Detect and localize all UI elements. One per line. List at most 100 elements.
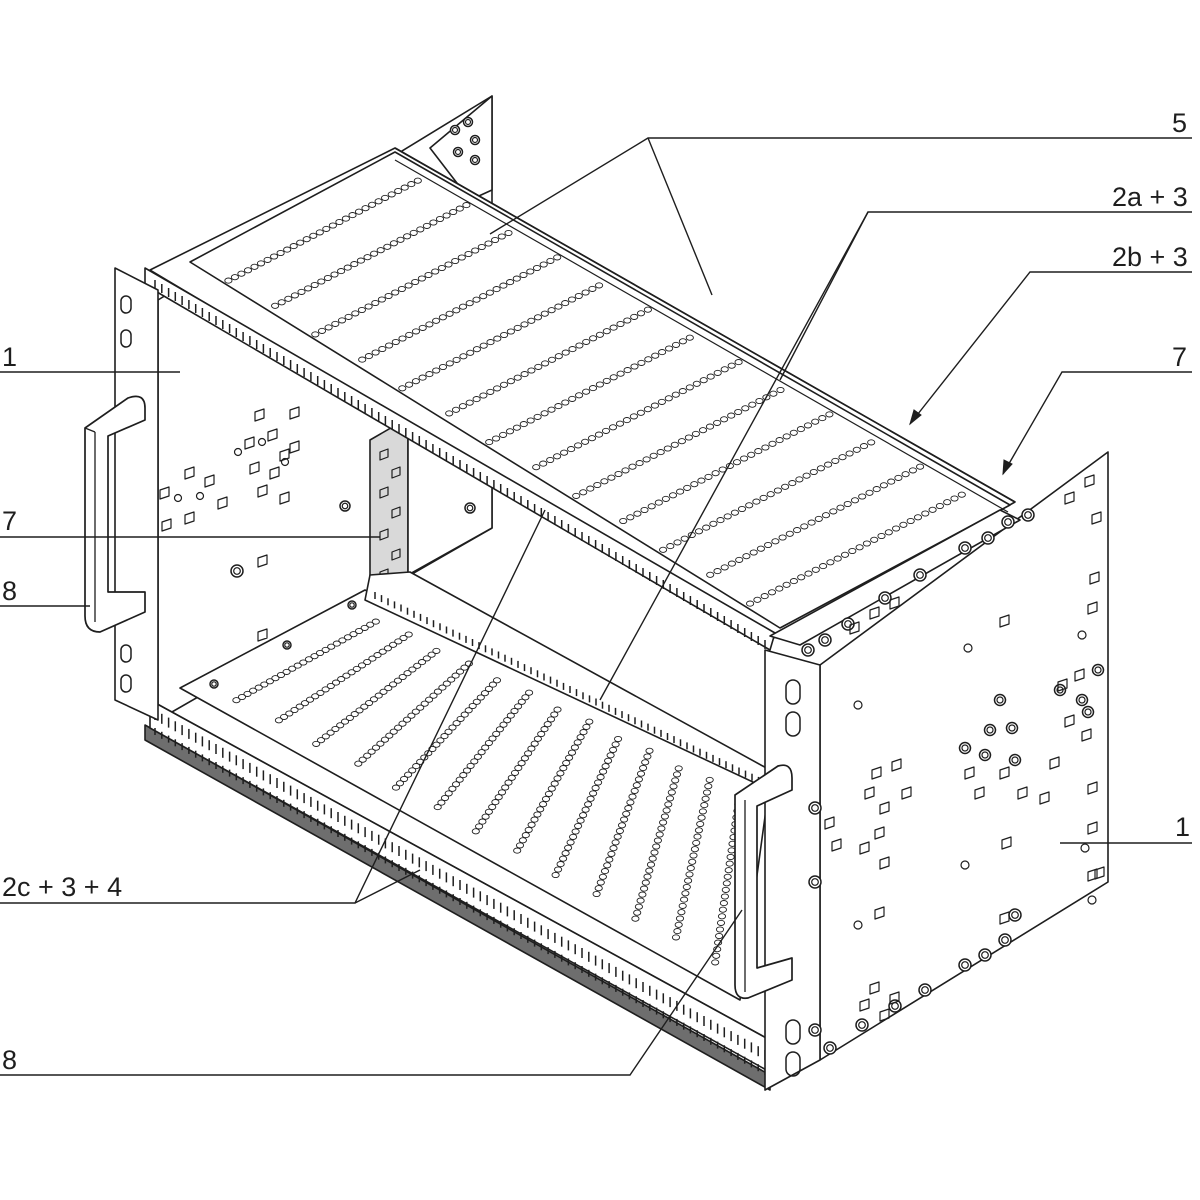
perforation-hole [906, 517, 915, 525]
perforation-hole [475, 823, 484, 830]
perforation-hole [862, 540, 871, 547]
perforation-hole [611, 741, 620, 748]
leader-2c-b [354, 869, 421, 904]
perforation-hole [384, 685, 393, 692]
label-7-left: 7 [2, 506, 18, 536]
perforation-hole [544, 790, 553, 797]
perforation-hole [595, 331, 604, 338]
leader-5b [647, 137, 713, 296]
perforation-hole [442, 212, 451, 219]
perforation-hole [363, 752, 372, 759]
perforation-hole [513, 374, 522, 381]
right-square-hole [1091, 511, 1102, 525]
right-square-hole [879, 801, 890, 815]
perforation-hole [585, 718, 594, 725]
perforation-hole [609, 845, 618, 852]
rear-flange-bolt [469, 154, 481, 166]
perforation-hole [764, 541, 773, 549]
perforation-hole [664, 801, 673, 808]
perforation-hole [395, 780, 405, 787]
perforation-hole [643, 753, 652, 760]
perforation-hole [572, 492, 581, 499]
perforation-hole [884, 529, 893, 536]
perforation-hole [746, 600, 755, 607]
perforation-hole [680, 896, 689, 903]
perforation-hole [416, 226, 425, 233]
perforation-hole [468, 702, 477, 710]
perforation-hole [553, 453, 562, 460]
perforation-hole [364, 303, 373, 310]
perforation-hole [488, 681, 497, 688]
perforation-hole [404, 282, 413, 289]
top-edge-screw [913, 568, 927, 582]
perforation-hole [539, 460, 548, 467]
perforation-hole [540, 310, 549, 317]
perforation-hole [567, 749, 577, 756]
perforation-hole [595, 282, 604, 289]
perforation-hole [389, 681, 398, 688]
perforation-hole [720, 564, 729, 571]
perforation-hole [271, 675, 280, 682]
label-2a-3: 2a + 3 [1112, 182, 1188, 212]
perforation-hole [527, 821, 536, 828]
perforation-hole [370, 250, 379, 257]
perforation-hole [481, 744, 490, 751]
perforation-hole [374, 692, 383, 699]
perforation-hole [455, 205, 464, 212]
leader-2b-3 [909, 271, 1192, 425]
side-square-hole [257, 484, 268, 498]
perforation-hole [425, 371, 434, 378]
perforation-hole [321, 646, 330, 653]
perforation-hole [537, 730, 546, 738]
perforation-hole [399, 634, 408, 642]
perforation-hole [290, 706, 299, 714]
perforation-hole [887, 478, 896, 485]
perforation-hole [513, 324, 522, 331]
perforation-hole [600, 868, 610, 875]
perforation-hole [341, 215, 350, 222]
perforation-hole [297, 288, 306, 295]
perforation-hole [357, 306, 366, 314]
side-square-hole [257, 628, 268, 642]
perforation-hole [322, 225, 331, 232]
perforation-hole [360, 703, 369, 710]
perforation-hole [492, 677, 502, 684]
perforation-hole [587, 435, 597, 442]
rear-flange-bolt [452, 146, 464, 158]
perforation-hole [609, 324, 618, 331]
perforation-hole [543, 721, 552, 728]
perforation-hole [547, 406, 556, 413]
top-edge-screw [801, 643, 815, 657]
perforation-hole [637, 359, 646, 366]
perforation-hole [867, 439, 876, 446]
perforation-hole [622, 417, 631, 424]
perforation-hole [472, 698, 481, 705]
right-side-panel [764, 451, 1109, 1091]
perforation-hole [581, 806, 590, 813]
perforation-hole [515, 842, 525, 849]
perforation-hole [716, 517, 725, 524]
bottom-screw [282, 640, 292, 650]
perforation-hole [809, 468, 818, 476]
perforation-hole [451, 781, 461, 788]
right-square-hole [1081, 728, 1092, 742]
perforation-hole [493, 335, 502, 342]
perforation-hole [378, 648, 387, 655]
perforation-hole [524, 750, 533, 757]
perforation-hole [943, 499, 952, 506]
perforation-hole [394, 724, 403, 731]
perforation-hole [290, 292, 299, 299]
perforation-hole [723, 873, 732, 880]
perforation-hole [546, 716, 556, 723]
perforation-hole [471, 247, 480, 254]
perforation-hole [378, 345, 387, 353]
perforation-hole [601, 763, 610, 770]
perforation-hole [602, 328, 611, 335]
perforation-hole [698, 808, 707, 815]
right-panel-screw [998, 933, 1012, 947]
side-square-hole [184, 511, 195, 525]
perforation-hole [338, 637, 347, 644]
perforation-hole [771, 538, 780, 545]
perforation-hole [686, 865, 695, 872]
perforation-hole [389, 240, 398, 247]
